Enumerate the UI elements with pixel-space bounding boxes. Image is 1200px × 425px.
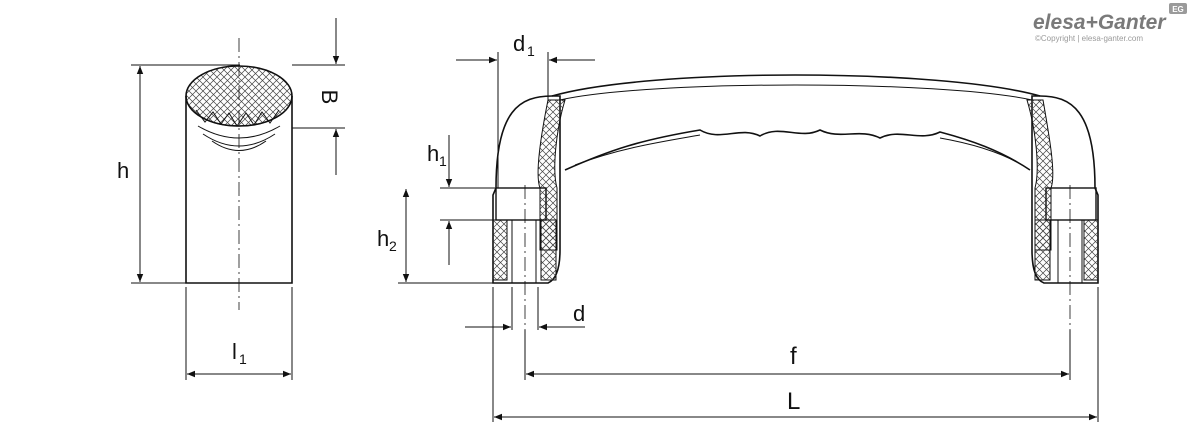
brand-badge-box xyxy=(1169,3,1187,14)
label-h1: h 1 xyxy=(427,141,447,169)
label-h2-sub: 2 xyxy=(389,238,397,254)
label-f: f xyxy=(790,343,797,370)
label-d1: d 1 xyxy=(513,31,535,59)
label-l1: l 1 xyxy=(232,339,247,367)
brand-logo-text: elesa+Ganter xyxy=(1033,11,1167,34)
dimension-labels: h B l 1 d 1 h 1 h 2 d f L xyxy=(117,31,800,415)
brand-copyright: ©Copyright | elesa-ganter.com xyxy=(1035,34,1143,43)
dimension-lines-front xyxy=(398,52,1099,422)
brand-logo: elesa+Ganter EG ©Copyright | elesa-gante… xyxy=(1033,3,1187,43)
label-h2: h 2 xyxy=(377,226,397,254)
label-h1-sub: 1 xyxy=(439,153,447,169)
front-view xyxy=(492,74,1099,330)
label-h2-main: h xyxy=(377,226,389,251)
label-d: d xyxy=(573,301,585,326)
label-d1-main: d xyxy=(513,31,525,56)
label-h1-main: h xyxy=(427,141,439,166)
label-l1-main: l xyxy=(232,339,237,364)
side-view xyxy=(185,38,293,310)
label-L: L xyxy=(787,388,800,415)
brand-badge: EG xyxy=(1172,5,1184,14)
label-B: B xyxy=(317,90,342,105)
label-l1-sub: 1 xyxy=(239,351,247,367)
dimension-lines-side xyxy=(131,18,345,380)
label-d1-sub: 1 xyxy=(527,43,535,59)
label-h: h xyxy=(117,158,129,183)
